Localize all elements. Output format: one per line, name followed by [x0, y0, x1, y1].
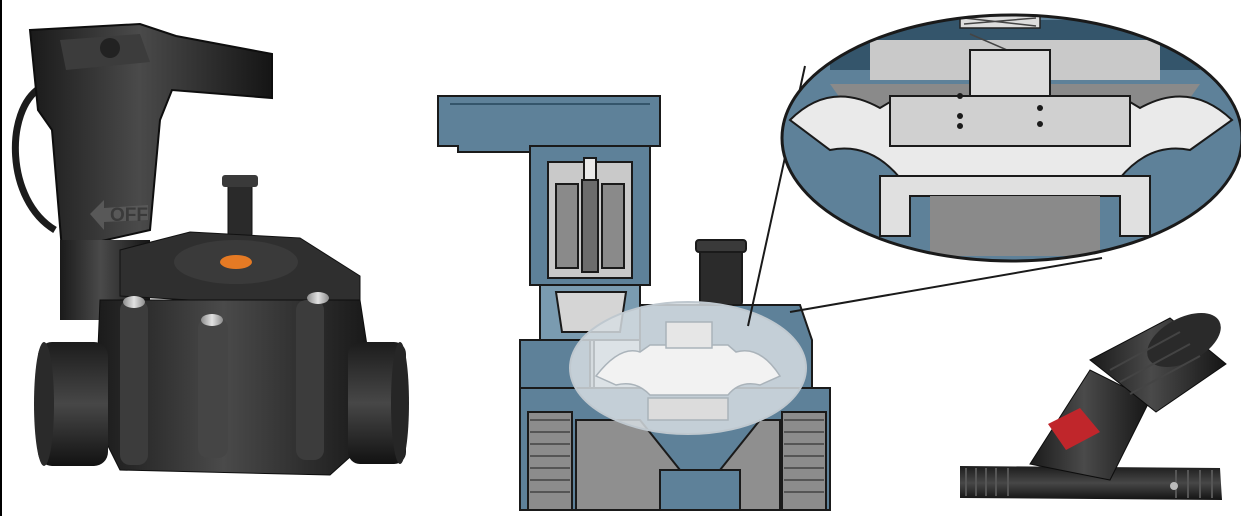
coil-right: [601, 183, 625, 269]
coil-left: [555, 183, 579, 269]
diaphragm-zoom: [780, 13, 1241, 263]
filter-drain-hole: [1170, 482, 1178, 490]
bonnet-screw: [307, 292, 329, 304]
filter-red-label: [1048, 408, 1100, 450]
body-rib: [198, 318, 228, 458]
solenoid-cap: [28, 22, 273, 252]
bleed-screw-head: [222, 175, 258, 187]
outlet-port-face: [391, 342, 409, 464]
diaphragm-stem: [969, 49, 1051, 99]
body-rib: [296, 300, 324, 460]
solenoid-valve: OFF: [11, 22, 409, 476]
cap-hole: [100, 38, 120, 58]
off-arrow-icon: [90, 200, 148, 230]
valve-seat: [879, 175, 1151, 237]
outlet-threads: [781, 411, 827, 511]
valve-cutaway: [437, 95, 831, 511]
diaphragm-small: [594, 344, 782, 396]
filter-cap-top: [1147, 312, 1221, 368]
filter-pipe: [960, 466, 1222, 500]
inlet-port-face: [34, 342, 54, 466]
bonnet-screw: [123, 296, 145, 308]
inlet-threads: [527, 411, 573, 511]
body-rib: [120, 300, 148, 465]
inlet-port: [38, 342, 108, 466]
off-label: OFF: [110, 205, 148, 226]
diaphragm-disc: [889, 95, 1131, 147]
zoom-outline: [780, 13, 1241, 263]
plunger: [581, 179, 599, 273]
zoom-connector-bottom: [789, 257, 1103, 313]
bleed-screw: [227, 179, 253, 239]
cutaway-bleed-screw: [699, 245, 743, 307]
bonnet-screw: [201, 314, 223, 326]
flow-indicator: [220, 255, 252, 269]
outlet-port: [348, 342, 406, 464]
y-filter: [960, 312, 1227, 500]
solenoid-wire: [11, 85, 57, 233]
plunger-tip: [583, 157, 597, 181]
